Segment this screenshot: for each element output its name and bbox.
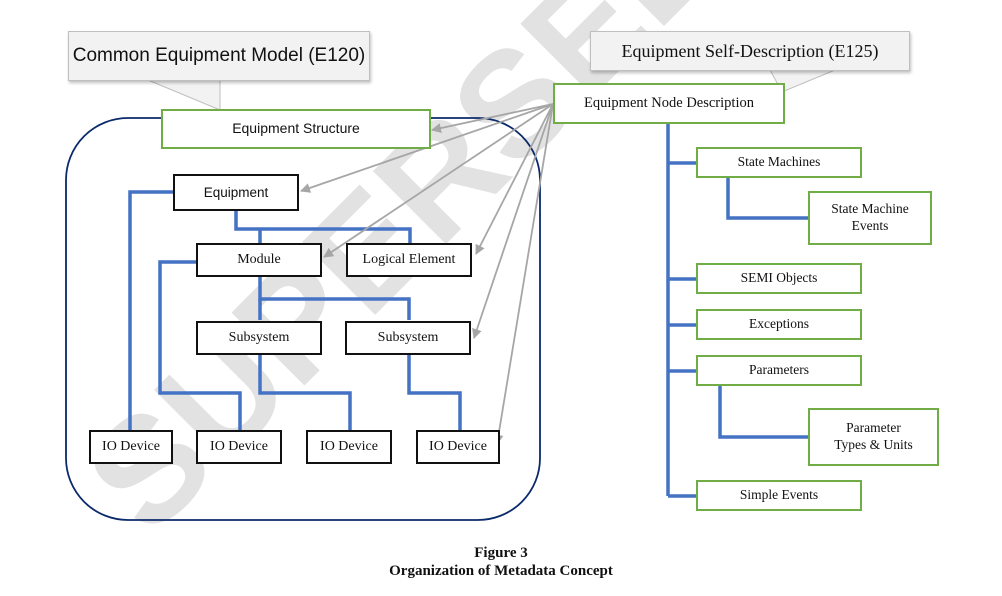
- node-equipment-node-description-text: Equipment Node Description: [584, 95, 754, 112]
- equipment-structure-text: Equipment Structure: [232, 120, 360, 137]
- node-module-text: Module: [237, 252, 281, 267]
- node-equipment: Equipment: [173, 174, 299, 211]
- e125-callout-text: Equipment Self-Description (E125): [621, 40, 879, 61]
- node-simple-events-text: Simple Events: [739, 487, 819, 503]
- node-parameter-types-line1: Parameter: [846, 420, 901, 436]
- node-logical-element: Logical Element: [346, 243, 472, 277]
- node-logical-element-text: Logical Element: [362, 252, 456, 267]
- node-semi-objects-text: SEMI Objects: [740, 270, 818, 286]
- e125-connectors: [666, 123, 808, 498]
- figure-title: Organization of Metadata Concept: [389, 563, 613, 579]
- node-io-device-2: IO Device: [196, 430, 282, 464]
- node-subsystem-2: Subsystem: [345, 321, 471, 355]
- node-exceptions: Exceptions: [696, 309, 862, 340]
- figure-number: Figure 3: [474, 545, 528, 561]
- node-subsystem-2-text: Subsystem: [377, 330, 439, 345]
- node-state-machines: State Machines: [696, 147, 862, 178]
- node-subsystem-1: Subsystem: [196, 321, 322, 355]
- node-equipment-text: Equipment: [203, 185, 269, 200]
- e120-callout-text: Common Equipment Model (E120): [72, 45, 366, 66]
- node-parameter-types-units: Parameter Types & Units: [808, 408, 939, 466]
- node-io-device-1: IO Device: [89, 430, 173, 464]
- e125-callout: Equipment Self-Description (E125): [590, 31, 910, 71]
- e120-callout-pointer: [147, 79, 221, 111]
- node-module: Module: [196, 243, 322, 277]
- node-state-machine-events-line2: Events: [851, 218, 889, 233]
- node-exceptions-text: Exceptions: [749, 316, 809, 332]
- node-io-device-1-text: IO Device: [102, 439, 160, 454]
- e120-callout: Common Equipment Model (E120): [68, 31, 370, 81]
- node-io-device-3-text: IO Device: [320, 439, 378, 454]
- node-io-device-3: IO Device: [306, 430, 392, 464]
- e120-connectors: [128, 190, 462, 430]
- equipment-structure-label: Equipment Structure: [161, 109, 431, 149]
- node-io-device-4-text: IO Device: [429, 439, 487, 454]
- node-semi-objects: SEMI Objects: [696, 263, 862, 294]
- node-equipment-node-description: Equipment Node Description: [553, 83, 785, 124]
- node-io-device-4: IO Device: [416, 430, 500, 464]
- reference-arrows: [300, 103, 554, 445]
- node-parameters: Parameters: [696, 355, 862, 386]
- node-state-machine-events: State Machine Events: [808, 191, 932, 245]
- node-simple-events: Simple Events: [696, 480, 862, 511]
- node-state-machines-text: State Machines: [737, 154, 821, 170]
- node-state-machine-events-line1: State Machine: [831, 201, 909, 217]
- node-subsystem-1-text: Subsystem: [228, 330, 290, 345]
- node-parameters-text: Parameters: [749, 362, 809, 378]
- node-parameter-types-line2: Types & Units: [834, 437, 913, 452]
- node-io-device-2-text: IO Device: [210, 439, 268, 454]
